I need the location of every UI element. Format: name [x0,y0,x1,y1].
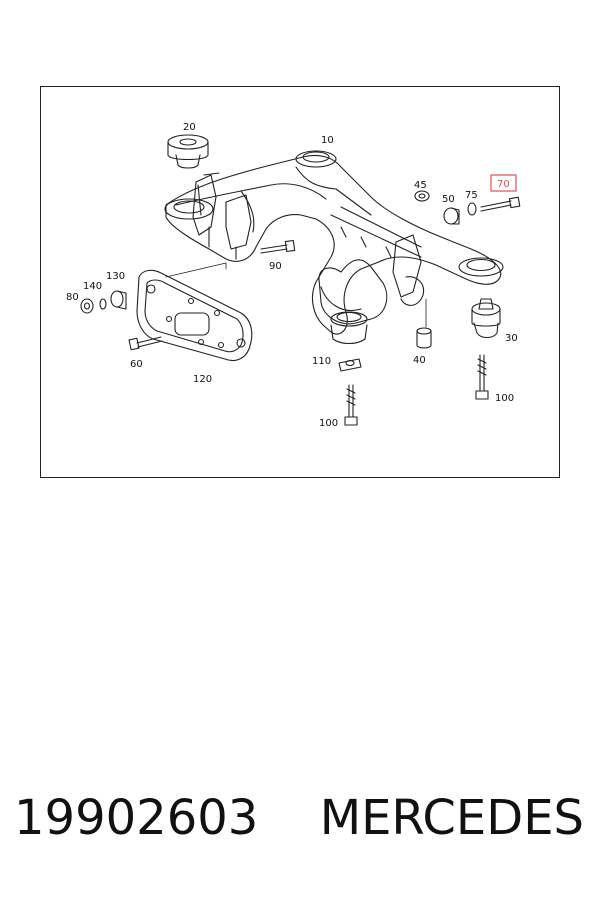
callout-10[interactable]: 10 [321,135,334,146]
bushing-50 [443,207,460,225]
bolt-90 [260,239,296,254]
bolt-60 [128,336,163,351]
callout-40[interactable]: 40 [413,355,426,366]
nut-80 [80,298,94,314]
subframe-crossmember [164,150,504,335]
brand-name: MERCEDES [319,790,584,846]
callout-70[interactable]: 70 [497,179,510,190]
callout-60[interactable]: 60 [130,359,143,370]
callout-90[interactable]: 90 [269,261,282,272]
parts-diagram-frame: 10 20 30 40 45 50 60 70 75 80 90 100 100… [40,86,560,478]
footer: 19902603 MERCEDES [0,790,600,870]
bolt-100-left [344,384,358,426]
callout-140[interactable]: 140 [83,281,102,292]
washer-140 [99,298,107,310]
callout-50[interactable]: 50 [442,194,455,205]
highlight-box-70 [490,174,517,192]
callout-100-left[interactable]: 100 [319,418,338,429]
bolt-100-right [475,354,489,400]
washer-45 [414,190,430,202]
callout-labels: 10 20 30 40 45 50 60 70 75 80 90 100 100… [66,122,518,429]
bushing-20 [167,134,209,169]
rear-subframe-exploded-diagram: 10 20 30 40 45 50 60 70 75 80 90 100 100… [66,122,521,429]
bushing-40 [416,327,432,349]
callout-130[interactable]: 130 [106,271,125,282]
callout-80[interactable]: 80 [66,292,79,303]
cover-plate [136,269,253,362]
bolt-70 [480,196,521,212]
callout-30[interactable]: 30 [505,333,518,344]
bushing-130 [110,290,127,310]
callout-45[interactable]: 45 [414,180,427,191]
washer-75 [467,202,477,216]
part-number: 19902603 [14,790,259,846]
leader-lines [165,262,427,328]
callout-75[interactable]: 75 [465,190,478,201]
callout-110[interactable]: 110 [312,356,331,367]
right-mount-tower [318,234,425,345]
left-mount-bracket [192,172,252,260]
callout-20[interactable]: 20 [183,122,196,133]
callout-100-right[interactable]: 100 [495,393,514,404]
bushing-30 [471,298,501,339]
nut-110 [338,358,362,372]
callout-120[interactable]: 120 [193,374,212,385]
